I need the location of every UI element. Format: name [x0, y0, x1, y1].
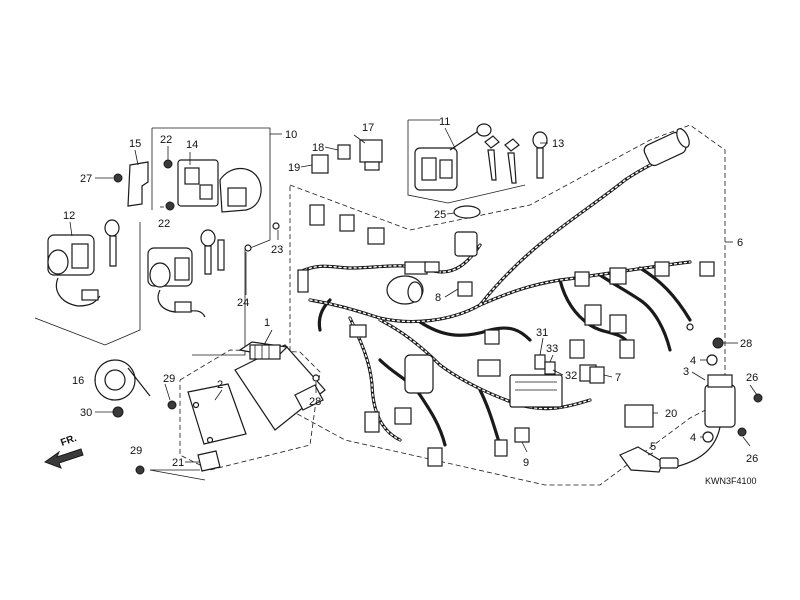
callout-29a[interactable]: 29 — [163, 373, 175, 385]
callout-13[interactable]: 13 — [552, 138, 564, 150]
callout-12[interactable]: 12 — [63, 210, 75, 222]
key-blank — [532, 131, 548, 179]
callout-3[interactable]: 3 — [683, 366, 689, 378]
connector-7 — [589, 366, 605, 384]
callout-25[interactable]: 25 — [434, 209, 446, 221]
callout-23[interactable]: 23 — [271, 244, 283, 256]
callout-26b[interactable]: 26 — [746, 453, 758, 465]
callout-2[interactable]: 2 — [217, 379, 223, 391]
callout-4b[interactable]: 4 — [690, 432, 696, 444]
connector-9 — [514, 427, 530, 443]
ignition-coil — [674, 374, 736, 468]
callout-29b[interactable]: 29 — [130, 445, 142, 457]
callout-5[interactable]: 5 — [650, 441, 656, 453]
callout-4a[interactable]: 4 — [690, 355, 696, 367]
callouts: 1 2 3 4 4 5 6 7 8 9 10 11 12 13 14 15 16… — [63, 116, 758, 486]
callout-31[interactable]: 31 — [536, 327, 548, 339]
callout-11[interactable]: 11 — [439, 116, 450, 128]
seat-lock-switch — [163, 159, 280, 230]
steering-lock-set — [47, 219, 120, 307]
diagram-code: KWN3F4100 — [705, 476, 757, 486]
callout-17[interactable]: 17 — [362, 122, 374, 134]
callout-24[interactable]: 24 — [237, 297, 249, 309]
callout-26a[interactable]: 26 — [746, 372, 758, 384]
front-label: FR. — [59, 433, 78, 449]
callout-28a[interactable]: 28 — [740, 338, 752, 350]
callout-30[interactable]: 30 — [80, 407, 92, 419]
callout-32[interactable]: 32 — [565, 370, 577, 382]
callout-15[interactable]: 15 — [129, 138, 141, 150]
spark-plug-cap — [619, 446, 679, 473]
callout-33[interactable]: 33 — [546, 343, 558, 355]
callout-16[interactable]: 16 — [72, 375, 84, 387]
callout-18[interactable]: 18 — [312, 142, 324, 154]
bolt — [112, 406, 124, 418]
connector-8 — [457, 281, 473, 297]
bracket — [127, 161, 149, 207]
callout-22b[interactable]: 22 — [158, 218, 170, 230]
callout-22a[interactable]: 22 — [160, 134, 172, 146]
callout-8[interactable]: 8 — [435, 292, 441, 304]
callout-19[interactable]: 19 — [288, 162, 300, 174]
leader-lines — [69, 127, 758, 481]
handle-lock — [147, 229, 252, 318]
callout-6[interactable]: 6 — [737, 237, 743, 249]
callout-14[interactable]: 14 — [186, 139, 198, 151]
callout-27[interactable]: 27 — [80, 173, 92, 185]
callout-20[interactable]: 20 — [665, 408, 677, 420]
ecu-bracket — [187, 383, 247, 472]
callout-28b[interactable]: 28 — [309, 396, 321, 408]
ecu — [234, 341, 326, 431]
relays — [311, 139, 383, 174]
horn — [94, 359, 151, 401]
ignition-switch-assembly — [414, 123, 520, 191]
main-wire-harness — [297, 128, 715, 467]
callout-9[interactable]: 9 — [523, 457, 529, 469]
callout-21[interactable]: 21 — [172, 457, 184, 469]
callout-7[interactable]: 7 — [615, 372, 621, 384]
wire-band — [453, 205, 481, 219]
front-arrow: FR. — [43, 433, 84, 469]
callout-1[interactable]: 1 — [264, 317, 270, 329]
regulator — [624, 404, 654, 428]
callout-10[interactable]: 10 — [285, 129, 297, 141]
